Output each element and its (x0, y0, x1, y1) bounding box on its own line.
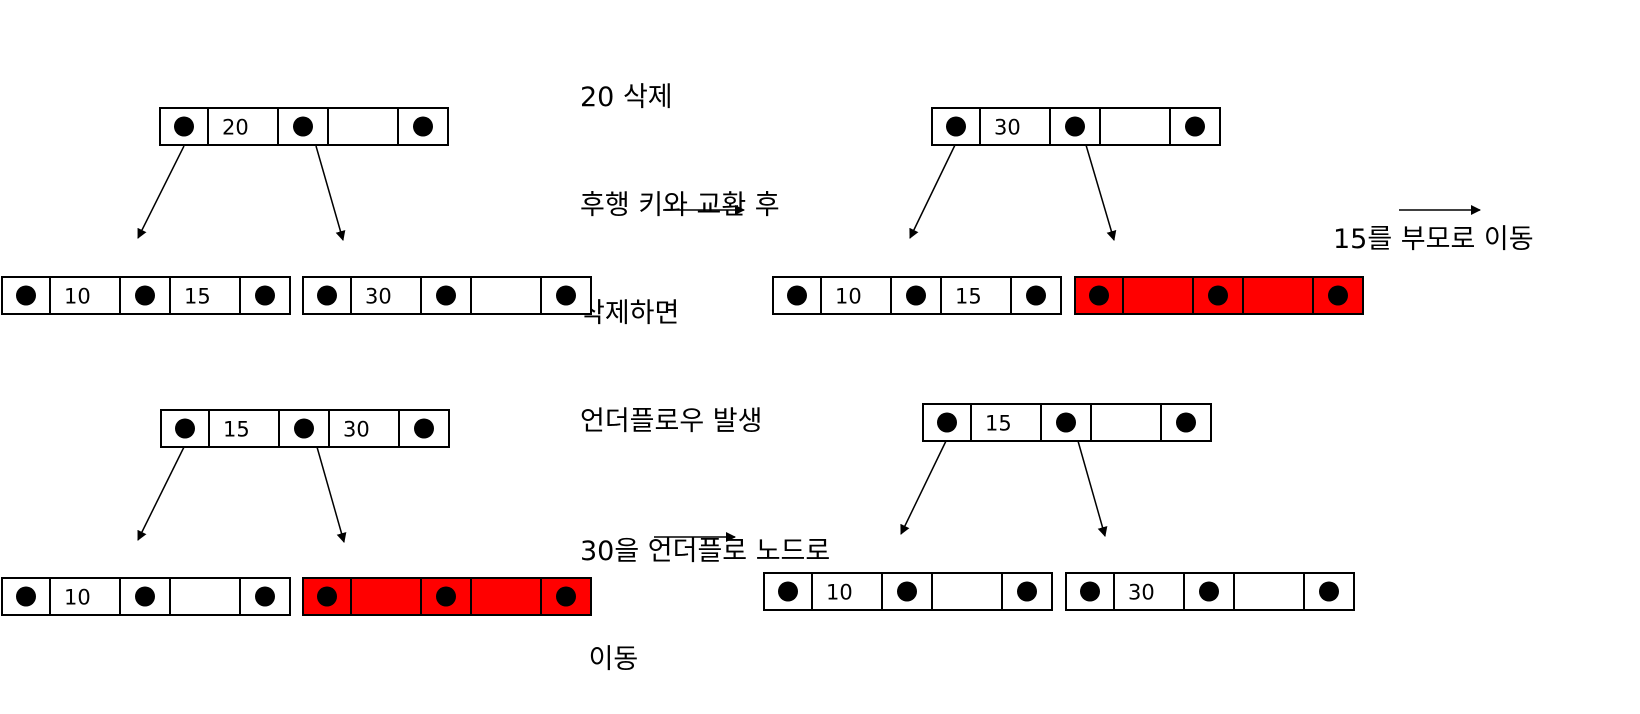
pointer-dot (897, 581, 917, 602)
pointer-dot (414, 418, 434, 439)
pointer-dot (436, 586, 456, 607)
pointer-dot (1208, 285, 1228, 306)
pointer-dot (1056, 412, 1076, 433)
key-cell (470, 276, 542, 315)
leaf-node: 10 15 (772, 276, 1062, 315)
key-cell (327, 107, 399, 146)
key-cell (350, 577, 422, 616)
underflow-leaf-node (302, 577, 592, 616)
pointer-dot (1080, 581, 1100, 602)
key-cell (940, 276, 1012, 315)
pointer-dot (1026, 285, 1046, 306)
key-cell (207, 107, 279, 146)
root-node: 15 (922, 403, 1212, 442)
child-pointer-arrow (1085, 144, 1117, 241)
leaf-node: 10 15 (1, 276, 291, 315)
key-label: 15 (985, 412, 1012, 436)
pointer-dot (1328, 285, 1348, 306)
key-cell (1233, 572, 1305, 611)
caption-line: 삭제하면 (580, 298, 680, 329)
key-cell (1099, 107, 1171, 146)
pointer-dot (1176, 412, 1196, 433)
pointer-dot (946, 116, 966, 137)
key-cell (1090, 403, 1162, 442)
pointer-dot (1185, 116, 1205, 137)
pointer-cell (1160, 403, 1212, 442)
pointer-dot (16, 285, 36, 306)
root-node: 20 (159, 107, 449, 146)
key-label: 10 (64, 285, 91, 309)
key-label: 10 (835, 285, 862, 309)
pointer-dot (294, 418, 314, 439)
key-label: 30 (365, 285, 392, 309)
leaf-node: 30 (302, 276, 592, 315)
pointer-dot (906, 285, 926, 306)
pointer-dot (778, 581, 798, 602)
pointer-dot (413, 116, 433, 137)
key-label: 15 (223, 418, 250, 442)
pointer-dot (787, 285, 807, 306)
pointer-dot (1199, 581, 1219, 602)
pointer-dot (1017, 581, 1037, 602)
key-cell (1122, 276, 1194, 315)
pointer-dot (255, 586, 275, 607)
pointer-dot (436, 285, 456, 306)
leaf-node: 10 (763, 572, 1053, 611)
pointer-dot (317, 285, 337, 306)
key-cell (931, 572, 1003, 611)
pointer-dot (135, 586, 155, 607)
pointer-dot (175, 418, 195, 439)
caption-line: 20 삭제 (580, 82, 673, 113)
pointer-dot (255, 285, 275, 306)
caption-line: 15를 부모로 이동 (1333, 224, 1534, 255)
pointer-cell (397, 107, 449, 146)
caption-step2: 15를 부모로 이동 (1333, 150, 1534, 294)
pointer-dot (317, 586, 337, 607)
key-cell (1113, 572, 1185, 611)
underflow-leaf-node (1074, 276, 1364, 315)
key-cell (169, 276, 241, 315)
key-label: 15 (184, 285, 211, 309)
key-cell (811, 572, 883, 611)
key-label: 20 (222, 116, 249, 140)
pointer-dot (293, 116, 313, 137)
child-pointer-arrow (1077, 440, 1108, 537)
key-cell (970, 403, 1042, 442)
pointer-dot (1319, 581, 1339, 602)
leaf-node: 30 (1065, 572, 1355, 611)
key-label: 10 (826, 581, 853, 605)
key-cell (208, 409, 280, 448)
pointer-dot (174, 116, 194, 137)
key-label: 30 (994, 116, 1021, 140)
caption-step1: 20 삭제 후행 키와 교환 후 삭제하면 언더플로우 발생 (580, 8, 780, 476)
child-pointer-arrow (315, 145, 346, 241)
pointer-dot (1089, 285, 1109, 306)
key-label: 15 (955, 285, 982, 309)
pointer-dot (556, 586, 576, 607)
pointer-dot (16, 586, 36, 607)
child-pointer-arrow (137, 145, 185, 239)
child-pointer-arrow (909, 144, 956, 239)
pointer-dot (556, 285, 576, 306)
root-node: 30 (931, 107, 1221, 146)
key-cell (470, 577, 542, 616)
child-pointer-arrow (900, 440, 947, 535)
child-pointer-arrow (137, 446, 185, 541)
caption-line: 후행 키와 교환 후 (580, 190, 780, 221)
key-label: 10 (64, 586, 91, 610)
pointer-dot (937, 412, 957, 433)
pointer-dot (1065, 116, 1085, 137)
pointer-dot (135, 285, 155, 306)
key-label: 30 (1128, 581, 1155, 605)
key-cell (169, 577, 241, 616)
leaf-node: 10 (1, 577, 291, 616)
key-cell (1242, 276, 1314, 315)
key-label: 30 (343, 418, 370, 442)
child-pointer-arrow (316, 446, 347, 543)
caption-line: 언더플로우 발생 (580, 406, 763, 437)
